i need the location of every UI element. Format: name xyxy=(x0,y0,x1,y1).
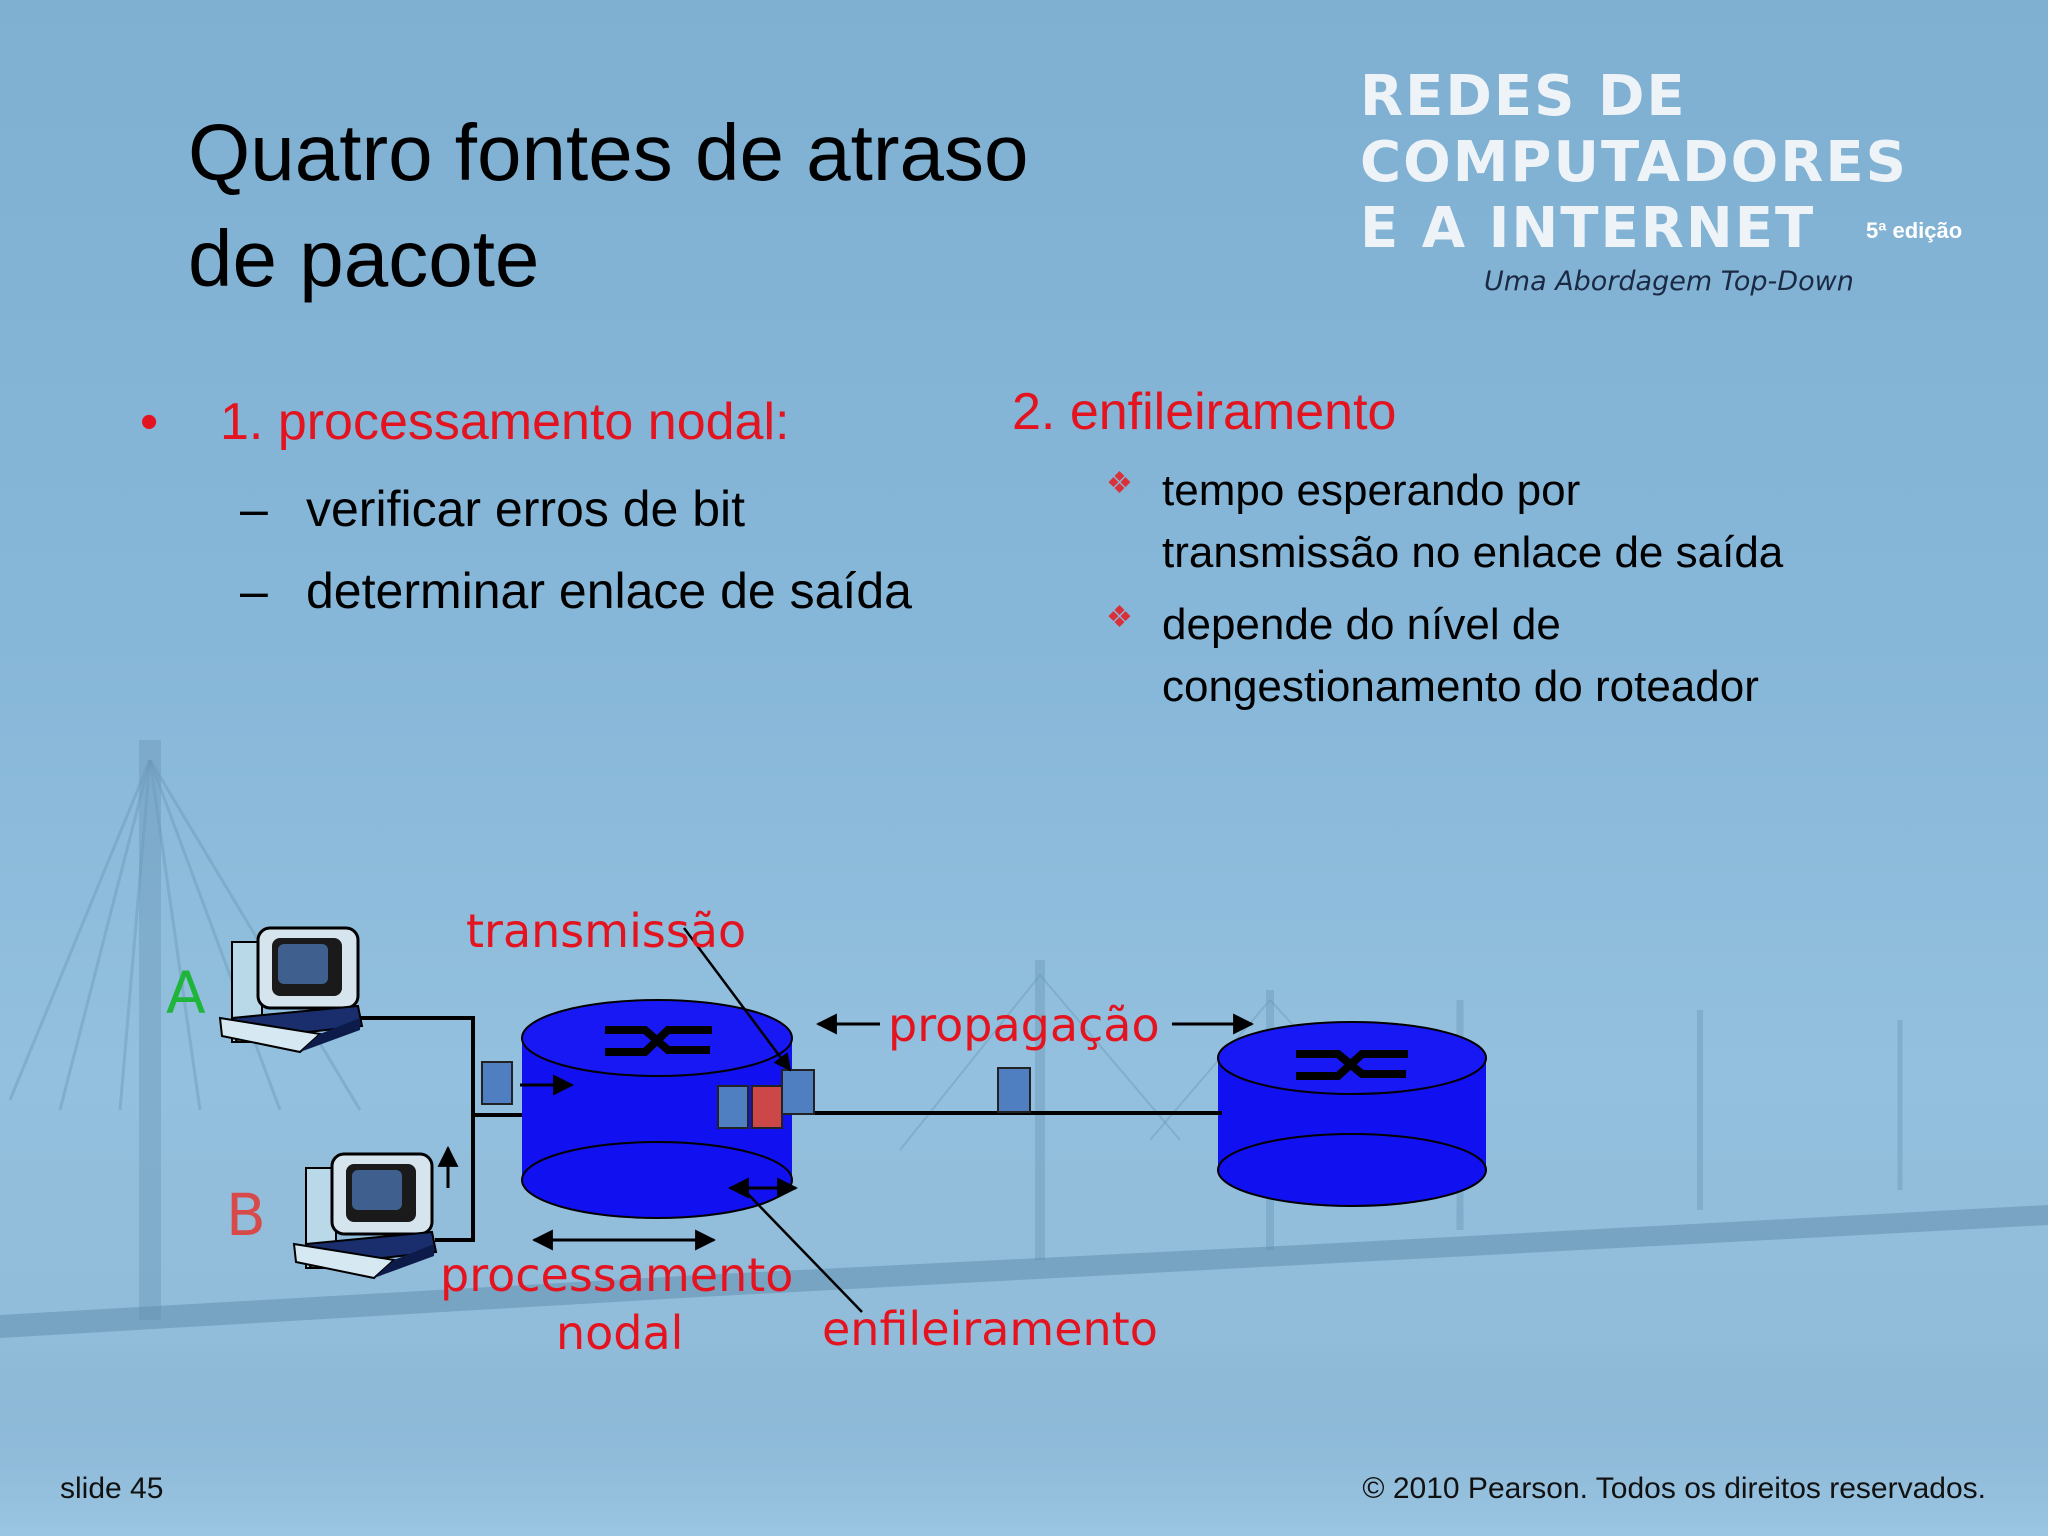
diamond-bullet-icon: ❖ xyxy=(1106,467,1133,500)
computer-a-icon xyxy=(218,926,364,1054)
logo-line-3: E A INTERNET xyxy=(1360,196,1816,261)
transmitting-packet xyxy=(781,1069,815,1115)
router-2-icon xyxy=(1217,1021,1487,1207)
left-heading: 1. processamento nodal: xyxy=(220,393,790,451)
queueing-label: enfileiramento xyxy=(822,1302,1158,1356)
queued-packet-red xyxy=(751,1085,783,1129)
logo-subtitle: Uma Abordagem Top-Down xyxy=(1484,266,1854,297)
incoming-packet xyxy=(481,1061,513,1105)
book-logo: REDES DE COMPUTADORES E A INTERNET 5ª ed… xyxy=(1360,64,2000,314)
right-item-2-line-1: depende do nível de xyxy=(1162,600,1561,649)
router-1-icon xyxy=(521,999,793,1219)
propagating-packet xyxy=(997,1067,1031,1113)
title-line-1: Quatro fontes de atraso xyxy=(188,108,1029,197)
logo-line-2: COMPUTADORES xyxy=(1360,130,1908,195)
processing-label-2: nodal xyxy=(556,1306,684,1360)
link-lines xyxy=(360,1016,475,1242)
bullet-dot: • xyxy=(140,393,159,451)
title-line-2: de pacote xyxy=(188,214,540,303)
diagram-graphics xyxy=(218,926,1487,1313)
left-item-1: verificar erros de bit xyxy=(306,481,746,537)
logo-edition: 5ª edição xyxy=(1866,218,1963,243)
left-item-2: determinar enlace de saída xyxy=(306,563,912,619)
slide-title: Quatro fontes de atraso de pacote xyxy=(188,100,1088,312)
transmission-pointer xyxy=(682,927,792,1072)
right-item-2-line-2: congestionamento do roteador xyxy=(1162,662,1759,711)
copyright: © 2010 Pearson. Todos os direitos reserv… xyxy=(1362,1472,1986,1505)
right-item-1-line-1: tempo esperando por xyxy=(1162,466,1581,515)
propagation-label: propagação xyxy=(888,998,1160,1052)
queued-packet xyxy=(717,1085,749,1129)
dash-marker: – xyxy=(240,563,268,619)
transmission-label: transmissão xyxy=(466,904,747,958)
slide-number: slide 45 xyxy=(60,1472,164,1505)
right-item-1: tempo esperando por transmissão no enlac… xyxy=(1162,460,1783,584)
queueing-pointer xyxy=(745,1191,863,1313)
host-a-label: A xyxy=(166,959,206,1027)
processing-label-1: processamento xyxy=(440,1248,794,1302)
diamond-bullet-icon: ❖ xyxy=(1106,601,1133,634)
dash-marker: – xyxy=(240,481,268,537)
logo-line-1: REDES DE xyxy=(1360,64,1687,129)
computer-b-icon xyxy=(292,1152,438,1280)
host-b-label: B xyxy=(226,1181,266,1249)
right-heading: 2. enfileiramento xyxy=(1012,383,1397,441)
right-item-2: depende do nível de congestionamento do … xyxy=(1162,594,1759,718)
delay-diagram: A B transmissão propagação processamento… xyxy=(0,880,2048,1400)
right-item-1-line-2: transmissão no enlace de saída xyxy=(1162,528,1784,577)
